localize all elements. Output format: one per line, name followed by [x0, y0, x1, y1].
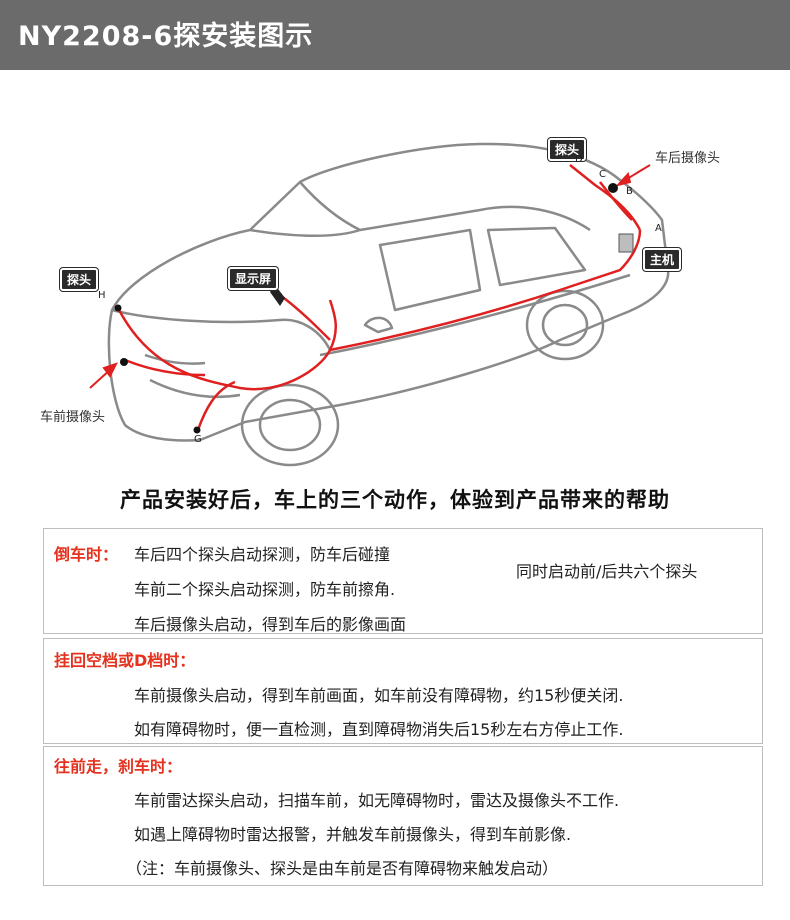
- section-line: 如有障碍物时，便一直检测，直到障碍物消失后15秒左右方停止工作.: [134, 720, 624, 739]
- label-display: 显示屏: [228, 267, 279, 290]
- section-title: 挂回空档或D档时：: [54, 651, 196, 670]
- label-probe-rear: 探头: [548, 138, 587, 161]
- label-probe-front: 探头: [60, 268, 99, 291]
- installation-diagram: 探头 车后摄像头 探头 显示屏 主机 车前摄像头 D C B A H G: [0, 70, 790, 480]
- section-forward-braking: 往前走，刹车时： 车前雷达探头启动，扫描车前，如无障碍物时，雷达及摄像头不工作.…: [43, 746, 763, 886]
- section-line: 如遇上障碍物时雷达报警，并触发车前摄像头，得到车前影像.: [134, 825, 572, 844]
- section-line: 车前雷达探头启动，扫描车前，如无障碍物时，雷达及摄像头不工作.: [134, 791, 620, 810]
- section-title: 往前走，刹车时：: [54, 757, 183, 776]
- section-line: 车后四个探头启动探测，防车后碰撞: [134, 545, 391, 564]
- point-a: A: [655, 223, 662, 234]
- label-rear-camera: 车后摄像头: [655, 151, 721, 166]
- section-line: 车前二个探头启动探测，防车前擦角.: [134, 580, 396, 599]
- header-bar: NY2208-6探安装图示: [0, 0, 790, 70]
- section-reversing: 倒车时： 车后四个探头启动探测，防车后碰撞 车前二个探头启动探测，防车前擦角. …: [43, 528, 763, 634]
- section-side-note: 同时启动前/后共六个探头: [516, 562, 698, 581]
- point-g: G: [194, 434, 202, 445]
- point-h: H: [98, 290, 106, 301]
- car-illustration: [89, 142, 670, 467]
- section-title: 倒车时：: [54, 545, 119, 564]
- point-d: D: [575, 154, 583, 165]
- section-neutral-drive: 挂回空档或D档时： 车前摄像头启动，得到车前画面，如车前没有障碍物，约15秒便关…: [43, 638, 763, 744]
- label-front-camera: 车前摄像头: [40, 410, 106, 425]
- section-line: 车后摄像头启动，得到车后的影像画面: [134, 615, 407, 634]
- section-line: 车前摄像头启动，得到车前画面，如车前没有障碍物，约15秒便关闭.: [134, 686, 624, 705]
- section-line: （注：车前摄像头、探头是由车前是否有障碍物来触发启动）: [126, 859, 559, 878]
- point-b: B: [626, 186, 633, 197]
- page-title: NY2208-6探安装图示: [18, 21, 314, 52]
- point-c: C: [599, 169, 606, 180]
- label-host: 主机: [643, 248, 682, 271]
- benefits-heading: 产品安装好后，车上的三个动作，体验到产品带来的帮助: [120, 488, 670, 512]
